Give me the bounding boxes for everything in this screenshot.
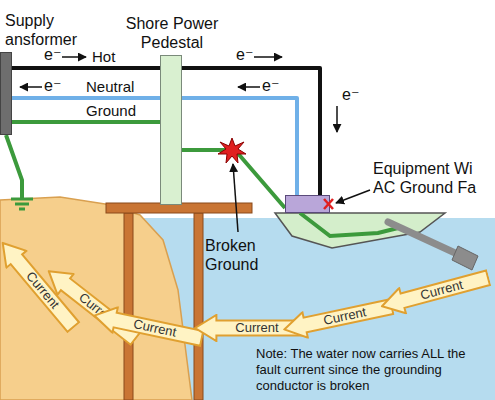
power-wire [12,120,160,124]
node-heading: Supply ansformer [5,11,85,49]
electron-flow-arrow [238,86,260,88]
ground-symbol [15,203,29,206]
electron-flow-arrow [62,56,86,58]
current-arrow: Current [280,293,395,344]
node-heading: Shore Power Pedestal [117,14,227,52]
fault-mark [324,199,333,209]
ground-symbol [11,198,33,201]
callout-label: Broken Ground [205,236,275,274]
dock-leg [124,213,133,400]
supply-transformer: Supply ansformer [0,52,12,135]
electron-label: e⁻ [236,46,253,64]
electron-label: e⁻ [262,77,279,95]
note-text: Note: The water now carries ALL the faul… [256,346,492,394]
fault-mark [324,199,333,209]
current-label: Current [377,264,492,320]
earth-ground-wire [6,135,22,198]
power-wire [12,66,160,70]
current-label: Current [90,302,205,353]
electron-flow-arrow [20,86,42,88]
wire-label: Ground [86,102,136,120]
broken-ground-star [218,138,246,163]
leader-line [233,164,238,232]
electron-label: e⁻ [44,46,61,64]
electron-label: e⁻ [342,86,359,104]
ground-symbol [19,208,25,211]
shore-power-pedestal: Shore Power Pedestal [160,55,182,205]
electron-flow-arrow [254,56,282,58]
power-wire [12,96,160,100]
dock-leg [194,213,203,400]
leader-line [336,190,370,203]
current-arrow: Current [377,264,492,320]
equipment-box: Equipment Wi AC Ground Fa [285,195,330,213]
node-heading: Equipment Wi AC Ground Fa [373,159,493,197]
propeller-shaft [388,222,466,258]
propeller [452,246,478,270]
electron-label: e⁻ [44,77,61,95]
electron-flow-arrow [336,106,338,132]
shore-land [0,197,192,400]
boat-ground-wire [300,213,398,236]
current-arrow: Current [90,302,205,353]
current-label: Current [280,293,395,344]
wire-label: Neutral [86,78,134,96]
power-wire [182,68,320,195]
power-wire [182,98,297,195]
wire-label: Hot [92,48,115,66]
boat-hull [275,213,445,248]
